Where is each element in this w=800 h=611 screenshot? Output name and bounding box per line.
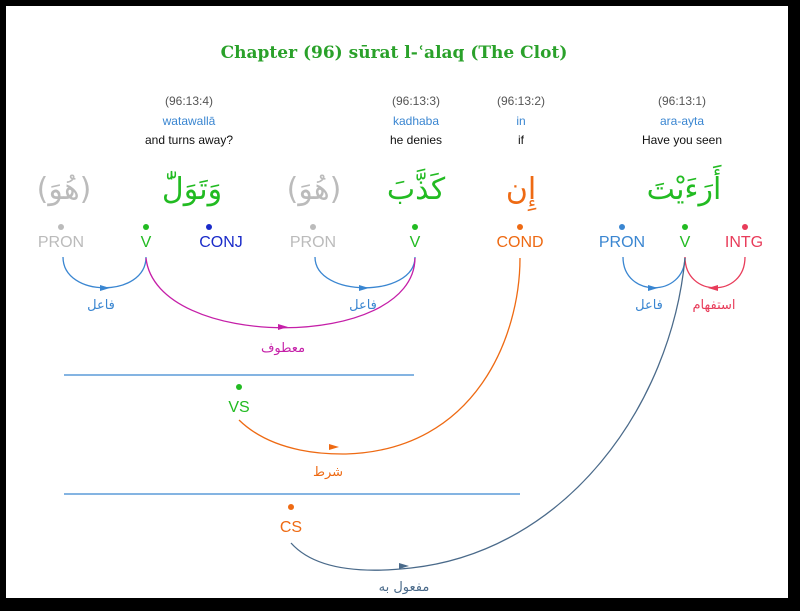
chapter-title: Chapter (96) sūrat l-ʿalaq (The Clot) — [221, 43, 568, 63]
word-transliteration: kadhaba — [393, 114, 439, 128]
node-dot — [517, 224, 523, 230]
node-dot — [143, 224, 149, 230]
node-dots — [58, 224, 748, 510]
node-dot — [412, 224, 418, 230]
arc-subject-w1 — [622, 256, 686, 289]
pos-tag-intg: INTG — [725, 234, 763, 251]
arabic-hidden-pronoun-w4: (هُوَ) — [37, 172, 92, 207]
pos-tag-pron: PRON — [290, 234, 336, 251]
pos-tag-verb: V — [680, 234, 691, 251]
pos-tag-verb: V — [410, 234, 421, 251]
arabic-hidden-pronoun-w3: (هُوَ) — [287, 172, 342, 207]
arc-condition — [238, 257, 521, 455]
relation-label-object: مفعول به — [379, 580, 430, 595]
dependency-graph: Chapter (96) sūrat l-ʿalaq (The Clot) (9… — [37, 43, 763, 595]
pos-tag-verb: V — [141, 234, 152, 251]
word-gloss: Have you seen — [642, 133, 722, 147]
pos-tag-verbal-sentence: VS — [228, 399, 249, 416]
node-dot — [206, 224, 212, 230]
arc-arrowhead — [708, 285, 718, 291]
node-dot — [236, 384, 242, 390]
word-gloss: he denies — [390, 133, 442, 147]
relation-label-interrogative: استفهام — [692, 298, 735, 313]
node-dot — [619, 224, 625, 230]
relation-label-subject: فاعل — [87, 298, 115, 313]
pos-tag-conditional-sentence: CS — [280, 519, 302, 536]
relation-label-condition: شرط — [313, 465, 343, 480]
pos-tag-conj: CONJ — [199, 234, 243, 251]
word-transliteration: watawallā — [162, 114, 216, 128]
relation-label-subject: فاعل — [349, 298, 377, 313]
word-location: (96:13:2) — [497, 94, 545, 108]
node-dot — [682, 224, 688, 230]
node-dot — [742, 224, 748, 230]
node-dot — [288, 504, 294, 510]
word-transliteration: in — [516, 114, 525, 128]
pos-tag-pron: PRON — [599, 234, 645, 251]
arabic-word-w3: كَذَّبَ — [387, 168, 446, 207]
word-header-w1: (96:13:1) ara-ayta Have you seen — [642, 94, 722, 147]
arc-arrowhead — [399, 563, 409, 569]
diagram-frame: Chapter (96) sūrat l-ʿalaq (The Clot) (9… — [6, 6, 788, 598]
arc-arrowhead — [359, 285, 369, 291]
node-dot — [310, 224, 316, 230]
word-gloss: if — [518, 133, 525, 147]
arc-conjunction — [145, 257, 416, 329]
relation-label-subject: فاعل — [635, 298, 663, 313]
word-header-w4: (96:13:4) watawallā and turns away? — [145, 94, 233, 147]
arabic-word-w2: إِن — [506, 172, 537, 212]
arc-arrowhead — [329, 444, 339, 450]
arc-arrowhead — [100, 285, 110, 291]
arabic-word-w1: أَرَءَيْتَ — [647, 164, 722, 207]
arc-subject-w3 — [314, 256, 416, 289]
arc-arrowhead — [648, 285, 658, 291]
arc-arrowhead — [278, 324, 288, 330]
word-transliteration: ara-ayta — [660, 114, 704, 128]
word-location: (96:13:4) — [165, 94, 213, 108]
word-gloss: and turns away? — [145, 133, 233, 147]
pos-tag-pron: PRON — [38, 234, 84, 251]
word-header-w3: (96:13:3) kadhaba he denies — [390, 94, 442, 147]
word-header-w2: (96:13:2) in if — [497, 94, 545, 147]
arc-subject-w4 — [62, 256, 147, 289]
arabic-word-w4: وَتَوَلّٰ — [162, 171, 222, 207]
word-location: (96:13:1) — [658, 94, 706, 108]
word-location: (96:13:3) — [392, 94, 440, 108]
node-dot — [58, 224, 64, 230]
relation-label-conjunction: معطوف — [261, 341, 305, 356]
arc-interrogative — [684, 256, 746, 289]
arc-object — [290, 257, 686, 571]
pos-tag-cond: COND — [496, 234, 543, 251]
